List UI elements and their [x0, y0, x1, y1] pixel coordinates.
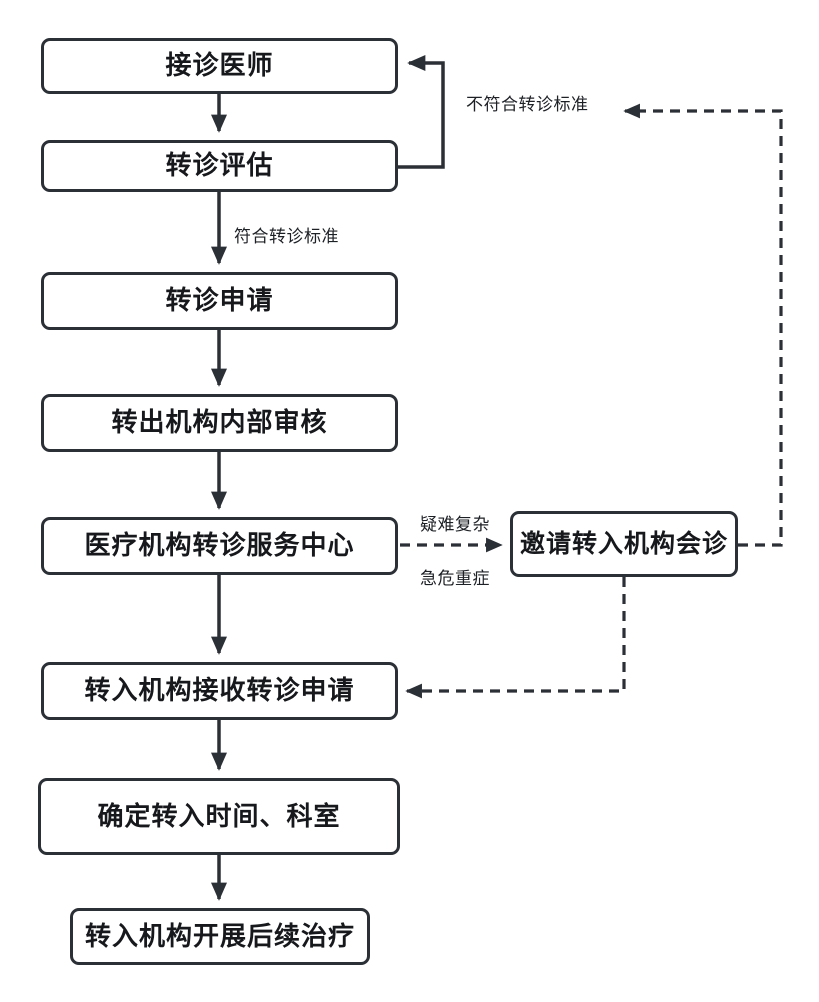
node-referral-application[interactable]: 转诊申请 — [41, 272, 398, 330]
edge-label-meeting-criteria: 符合转诊标准 — [234, 227, 339, 246]
node-outgoing-internal-review[interactable]: 转出机构内部审核 — [41, 394, 398, 452]
edge-label-critical-case: 急危重症 — [420, 569, 490, 588]
node-intake-physician[interactable]: 接诊医师 — [41, 38, 398, 94]
connector-assessment-back-to-intake — [398, 54, 445, 169]
edge-label-not-meeting-criteria: 不符合转诊标准 — [466, 95, 589, 114]
connector-consultation-reject-to-intake — [623, 103, 783, 547]
node-confirm-time-department[interactable]: 确定转入时间、科室 — [38, 778, 400, 855]
node-invite-consultation[interactable]: 邀请转入机构会诊 — [510, 511, 738, 577]
node-referral-assessment[interactable]: 转诊评估 — [41, 140, 398, 192]
connector-consultation-to-receiving — [405, 577, 626, 699]
edge-label-complex-case: 疑难复杂 — [420, 515, 490, 534]
node-receiving-institution-accepts[interactable]: 转入机构接收转诊申请 — [41, 662, 398, 720]
node-followup-treatment[interactable]: 转入机构开展后续治疗 — [70, 908, 370, 965]
node-referral-service-center[interactable]: 医疗机构转诊服务中心 — [41, 517, 398, 575]
